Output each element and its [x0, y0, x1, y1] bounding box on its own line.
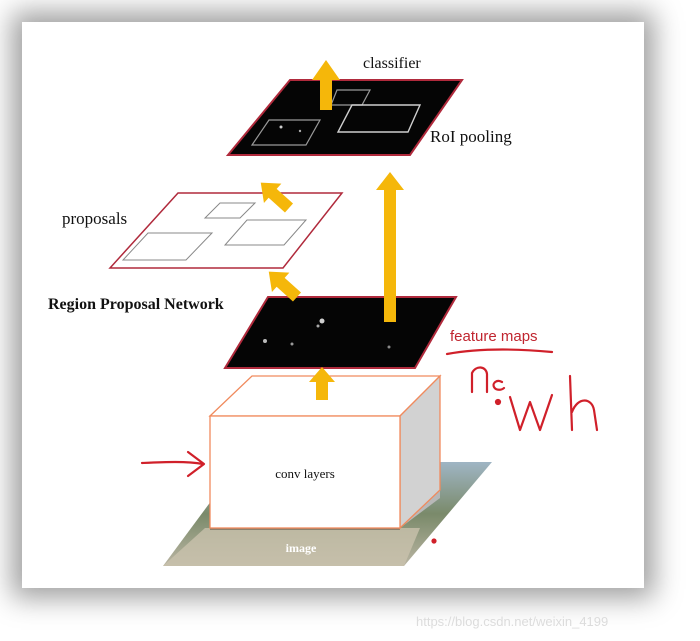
image-label: image	[286, 541, 317, 555]
rpn-label: Region Proposal Network	[48, 296, 224, 313]
roi-pooling-plane	[228, 80, 462, 155]
watermark: https://blog.csdn.net/weixin_4199	[416, 614, 608, 629]
feature-maps-underline	[447, 350, 552, 354]
conv-layers-label: conv layers	[275, 466, 335, 481]
conv-pointer-arrow	[142, 452, 204, 476]
proposals-plane	[110, 193, 342, 268]
feature-maps-label: feature maps	[450, 328, 538, 345]
feature-maps-plane	[225, 297, 456, 368]
proposals-label: proposals	[62, 209, 127, 228]
roi-pooling-label: RoI pooling	[430, 127, 512, 146]
classifier-label: classifier	[363, 55, 421, 72]
